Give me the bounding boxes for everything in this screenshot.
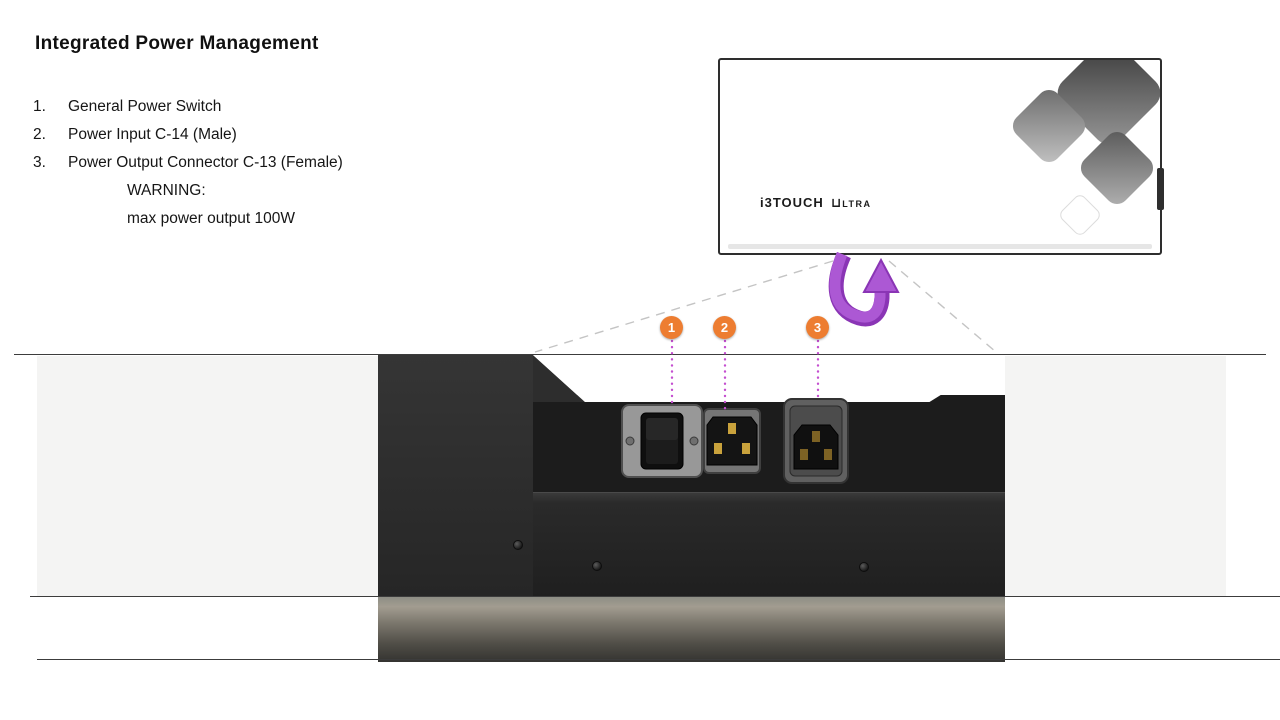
power-switch (621, 404, 703, 478)
callout-2: 2 (713, 316, 736, 339)
bottom-rail (378, 597, 1005, 662)
logo-diamond-right (1075, 126, 1159, 210)
legend-item-label: General Power Switch (68, 98, 222, 115)
brand-logo: i3TOUCH ⊔LTRA (760, 195, 872, 211)
table-line-bottom (37, 659, 1280, 660)
side-tab (1157, 168, 1164, 210)
legend-item-2: 2. Power Input C-14 (Male) (33, 121, 553, 149)
connector-recess (533, 395, 1005, 492)
legend: 1. General Power Switch 2. Power Input C… (33, 93, 553, 233)
screw-icon (513, 540, 523, 550)
chassis-left-side (378, 355, 533, 597)
bottom-panel-photo (378, 355, 1005, 662)
brand-text: i3TOUCH (760, 195, 824, 210)
legend-item-3: 3. Power Output Connector C-13 (Female) (33, 149, 553, 177)
legend-item-number: 2. (33, 126, 46, 143)
legend-item-label: Power Input C-14 (Male) (68, 126, 237, 143)
warning-note: WARNING: max power output 100W (127, 177, 553, 233)
callout-3: 3 (806, 316, 829, 339)
display-illustration: i3TOUCH ⊔LTRA (718, 58, 1162, 255)
warning-text: max power output 100W (127, 210, 296, 227)
c13-outlet (783, 398, 849, 484)
table-line-top (14, 354, 1266, 355)
legend-item-number: 1. (33, 98, 46, 115)
chassis-front-lip (533, 492, 1005, 597)
connector-group (621, 398, 849, 484)
brand-series-glyph: ⊔ (830, 195, 843, 210)
legend-item-1: 1. General Power Switch (33, 93, 553, 121)
screw-icon (859, 562, 869, 572)
wall-right (1005, 356, 1226, 596)
table-line-middle (30, 596, 1280, 597)
flip-arrow-icon (828, 252, 900, 327)
logo-diamond-outline (1057, 192, 1103, 238)
legend-item-label: Power Output Connector C-13 (Female) (68, 154, 343, 171)
callout-1: 1 (660, 316, 683, 339)
wall-left (37, 356, 378, 596)
zoom-wedge (533, 355, 1005, 402)
callout-number: 3 (813, 320, 822, 335)
zoom-dashed-line-left (534, 260, 834, 353)
screw-icon (592, 561, 602, 571)
warning-title: WARNING: (127, 182, 206, 199)
c14-inlet (703, 408, 761, 474)
callout-number: 1 (667, 320, 676, 335)
speaker-strip (728, 244, 1152, 249)
brand-series-text: LTRA (842, 199, 872, 209)
zoom-dashed-line-right (888, 260, 997, 353)
legend-item-number: 3. (33, 154, 46, 171)
page-title: Integrated Power Management (35, 33, 319, 54)
callout-number: 2 (720, 320, 729, 335)
